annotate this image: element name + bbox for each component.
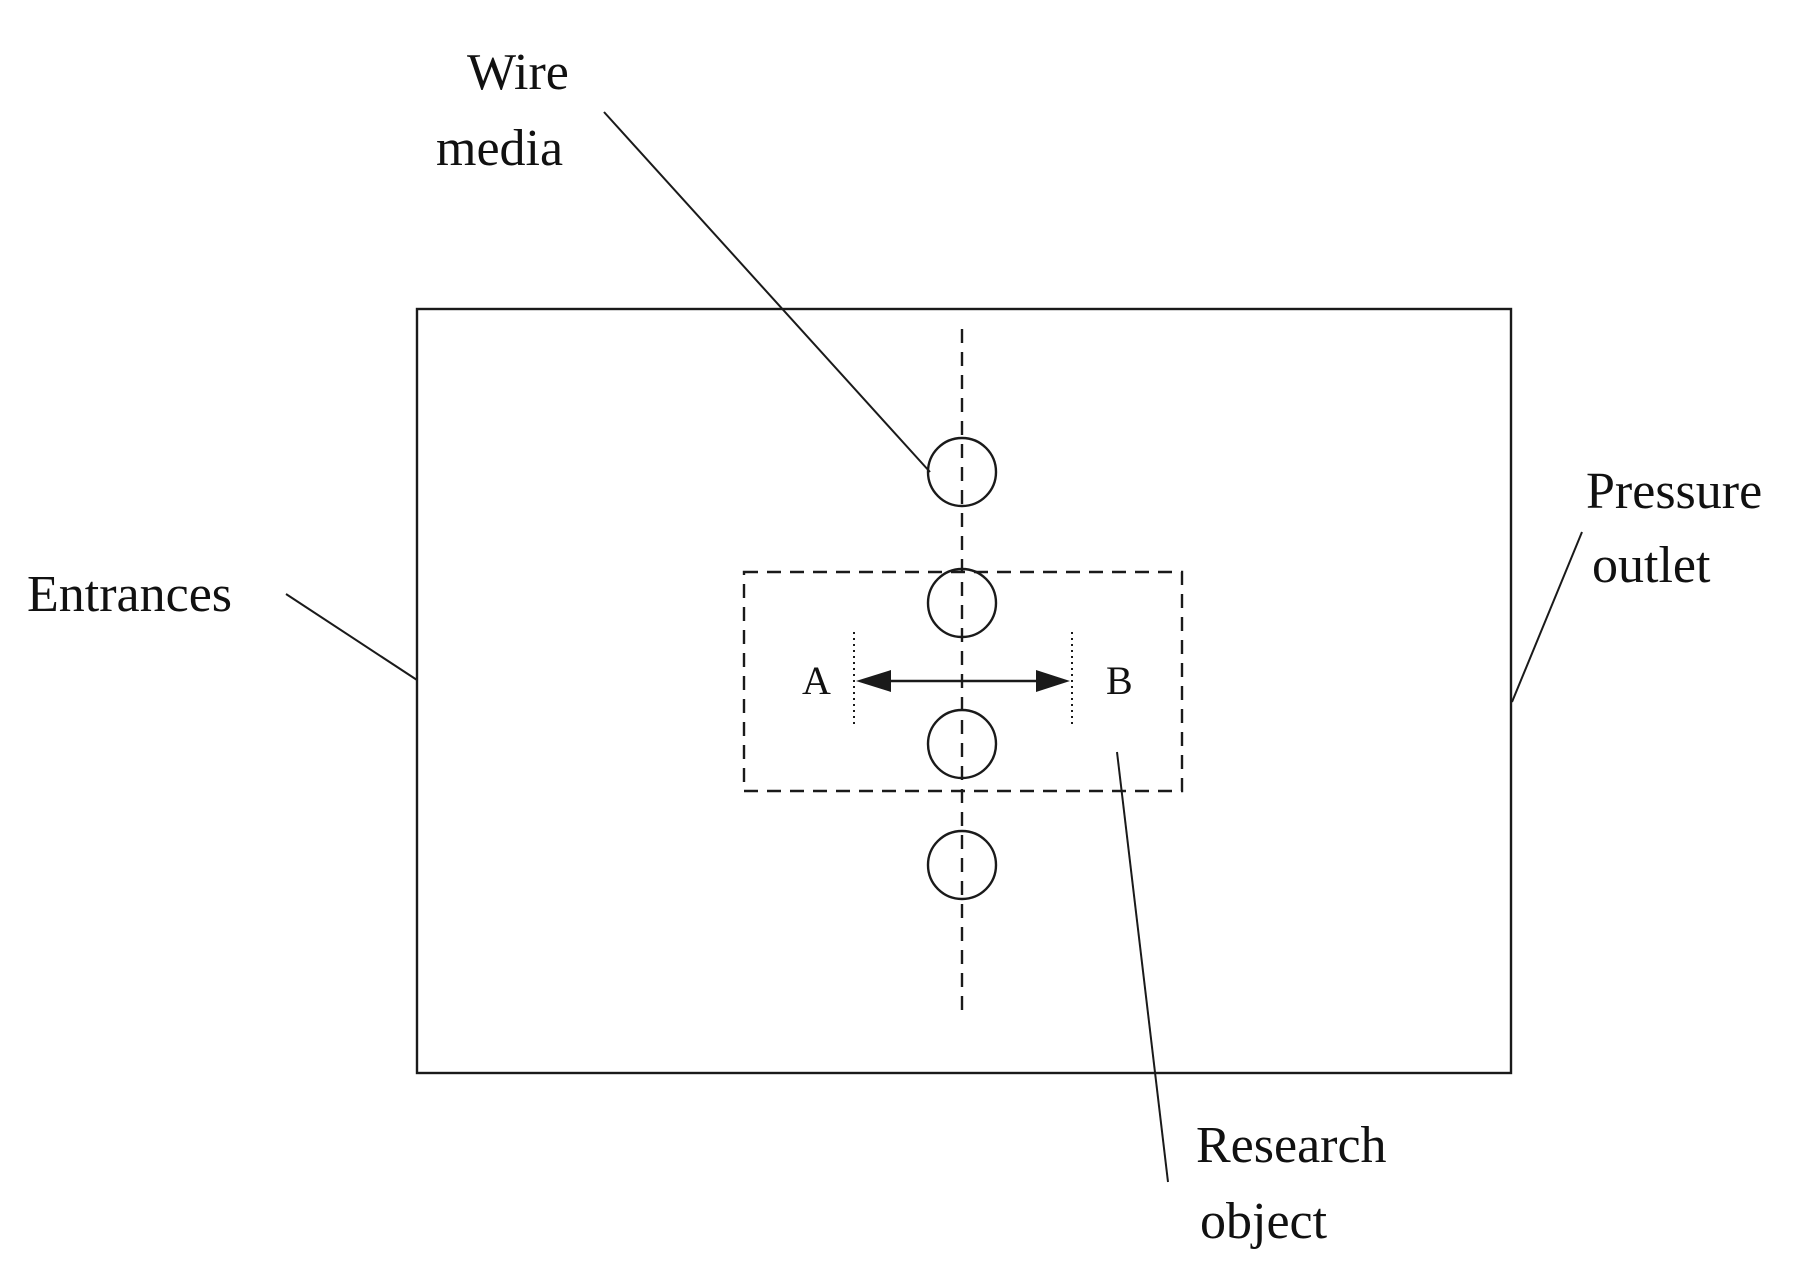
research-object-leader	[1116, 751, 1169, 1183]
pressure-outlet-label-line2: outlet	[1592, 537, 1711, 594]
wire-circle	[926, 829, 998, 901]
research-object-label-line1: Research	[1196, 1117, 1387, 1174]
research-object-label-line2: object	[1200, 1193, 1328, 1250]
point-a-label: A	[802, 658, 831, 703]
arrowhead-right	[1036, 670, 1070, 692]
wire-media-leader	[603, 111, 931, 473]
arrowhead-left	[856, 670, 891, 692]
wire-circle	[926, 708, 998, 780]
entrances-label: Entrances	[27, 566, 232, 623]
flow-domain-boundary	[415, 307, 1513, 1075]
wire-media-label-line2: media	[436, 120, 563, 177]
pressure-outlet-label-line1: Pressure	[1586, 463, 1762, 520]
point-b-label: B	[1106, 658, 1133, 703]
research-object-region	[742, 570, 1184, 793]
wire-circle	[926, 436, 998, 508]
wire-circle	[926, 567, 998, 639]
wire-media-label-line1: Wire	[467, 44, 569, 101]
pressure-outlet-leader	[1511, 531, 1583, 703]
entrances-leader	[285, 593, 418, 681]
